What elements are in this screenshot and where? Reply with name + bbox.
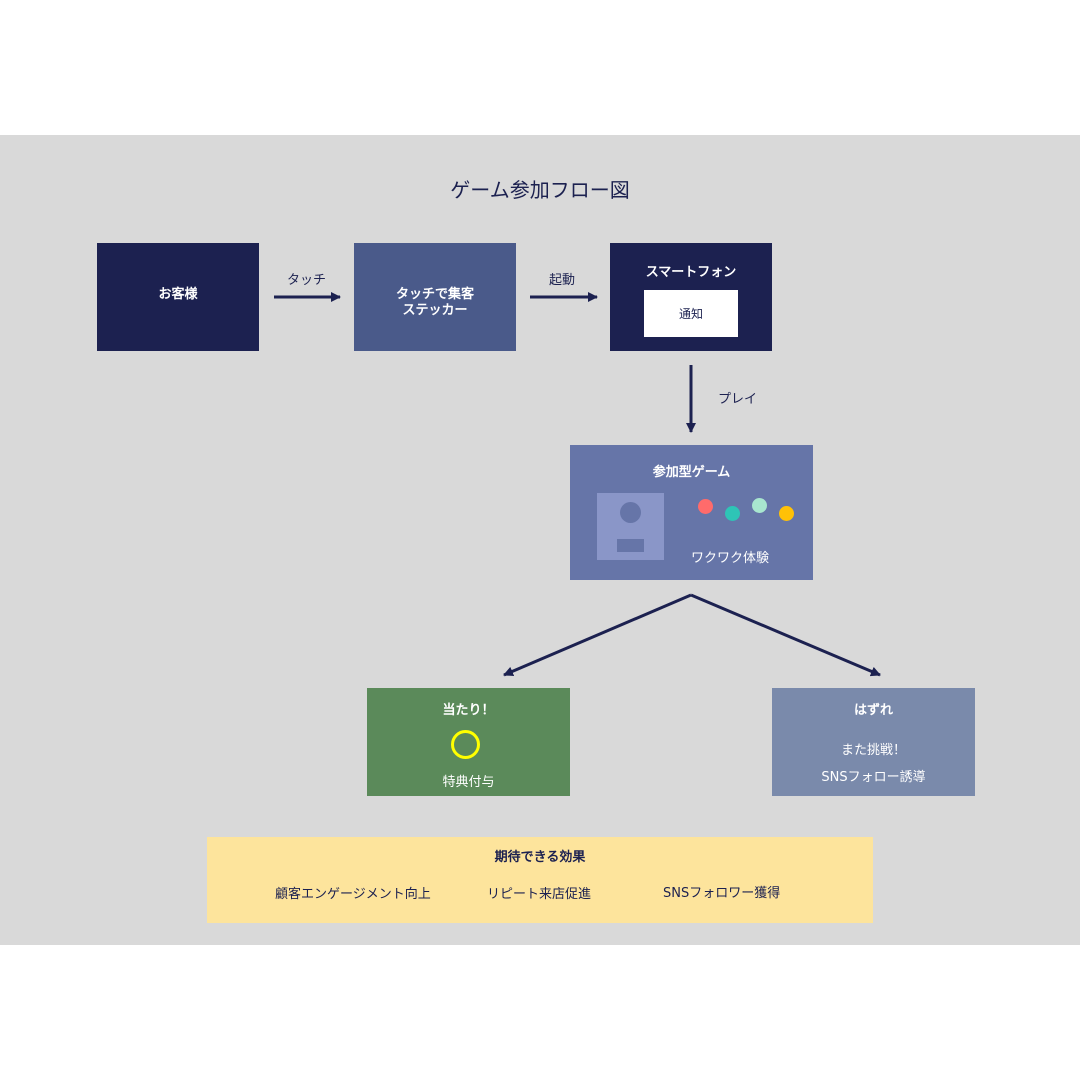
node-lose: はずれ また挑戦！ SNSフォロー誘導 (772, 688, 975, 796)
red-dot-icon (698, 499, 713, 514)
edge-label-play: プレイ (718, 392, 758, 407)
node-win-caption: 特典付与 (442, 775, 495, 790)
arrow-game-to-win (503, 593, 692, 677)
node-lose-line2: SNSフォロー誘導 (821, 770, 926, 785)
node-game: 参加型ゲーム ワクワク体験 (570, 445, 813, 580)
win-circle-icon (451, 730, 480, 759)
effect-item: 顧客エンゲージメント向上 (275, 887, 431, 902)
effect-item: SNSフォロワー獲得 (663, 886, 781, 901)
game-button-icon (617, 539, 644, 552)
node-smartphone: スマートフォン 通知 (610, 243, 772, 351)
mint-dot-icon (752, 498, 767, 513)
diagram-title: ゲーム参加フロー図 (450, 178, 630, 202)
node-customer-label: お客様 (158, 287, 198, 302)
effects-title: 期待できる効果 (494, 850, 586, 865)
edge-label-launch: 起動 (549, 273, 576, 288)
game-avatar-icon (620, 502, 641, 523)
node-smartphone-label: スマートフォン (645, 265, 737, 280)
node-customer: お客様 (97, 243, 259, 351)
node-game-caption: ワクワク体験 (690, 551, 769, 566)
node-sticker-label-line2: ステッカー (402, 303, 468, 318)
node-sticker: タッチで集客 ステッカー (354, 243, 516, 351)
node-game-label: 参加型ゲーム (652, 465, 731, 480)
notification-label: 通知 (678, 307, 703, 321)
effects-panel: 期待できる効果 顧客エンゲージメント向上 リピート来店促進 SNSフォロワー獲得 (207, 837, 873, 923)
teal-dot-icon (725, 506, 740, 521)
node-sticker-label-line1: タッチで集客 (395, 287, 474, 302)
node-lose-label: はずれ (853, 703, 893, 718)
node-win-label: 当たり！ (442, 703, 495, 718)
arrow-game-to-lose (690, 593, 881, 677)
yellow-dot-icon (779, 506, 794, 521)
effect-item: リピート来店促進 (487, 887, 592, 902)
game-screen-icon (597, 493, 664, 560)
notification-panel: 通知 (644, 290, 738, 337)
node-win: 当たり！ 特典付与 (367, 688, 570, 796)
node-lose-line1: また挑戦！ (840, 743, 906, 758)
edge-label-touch: タッチ (287, 273, 327, 288)
